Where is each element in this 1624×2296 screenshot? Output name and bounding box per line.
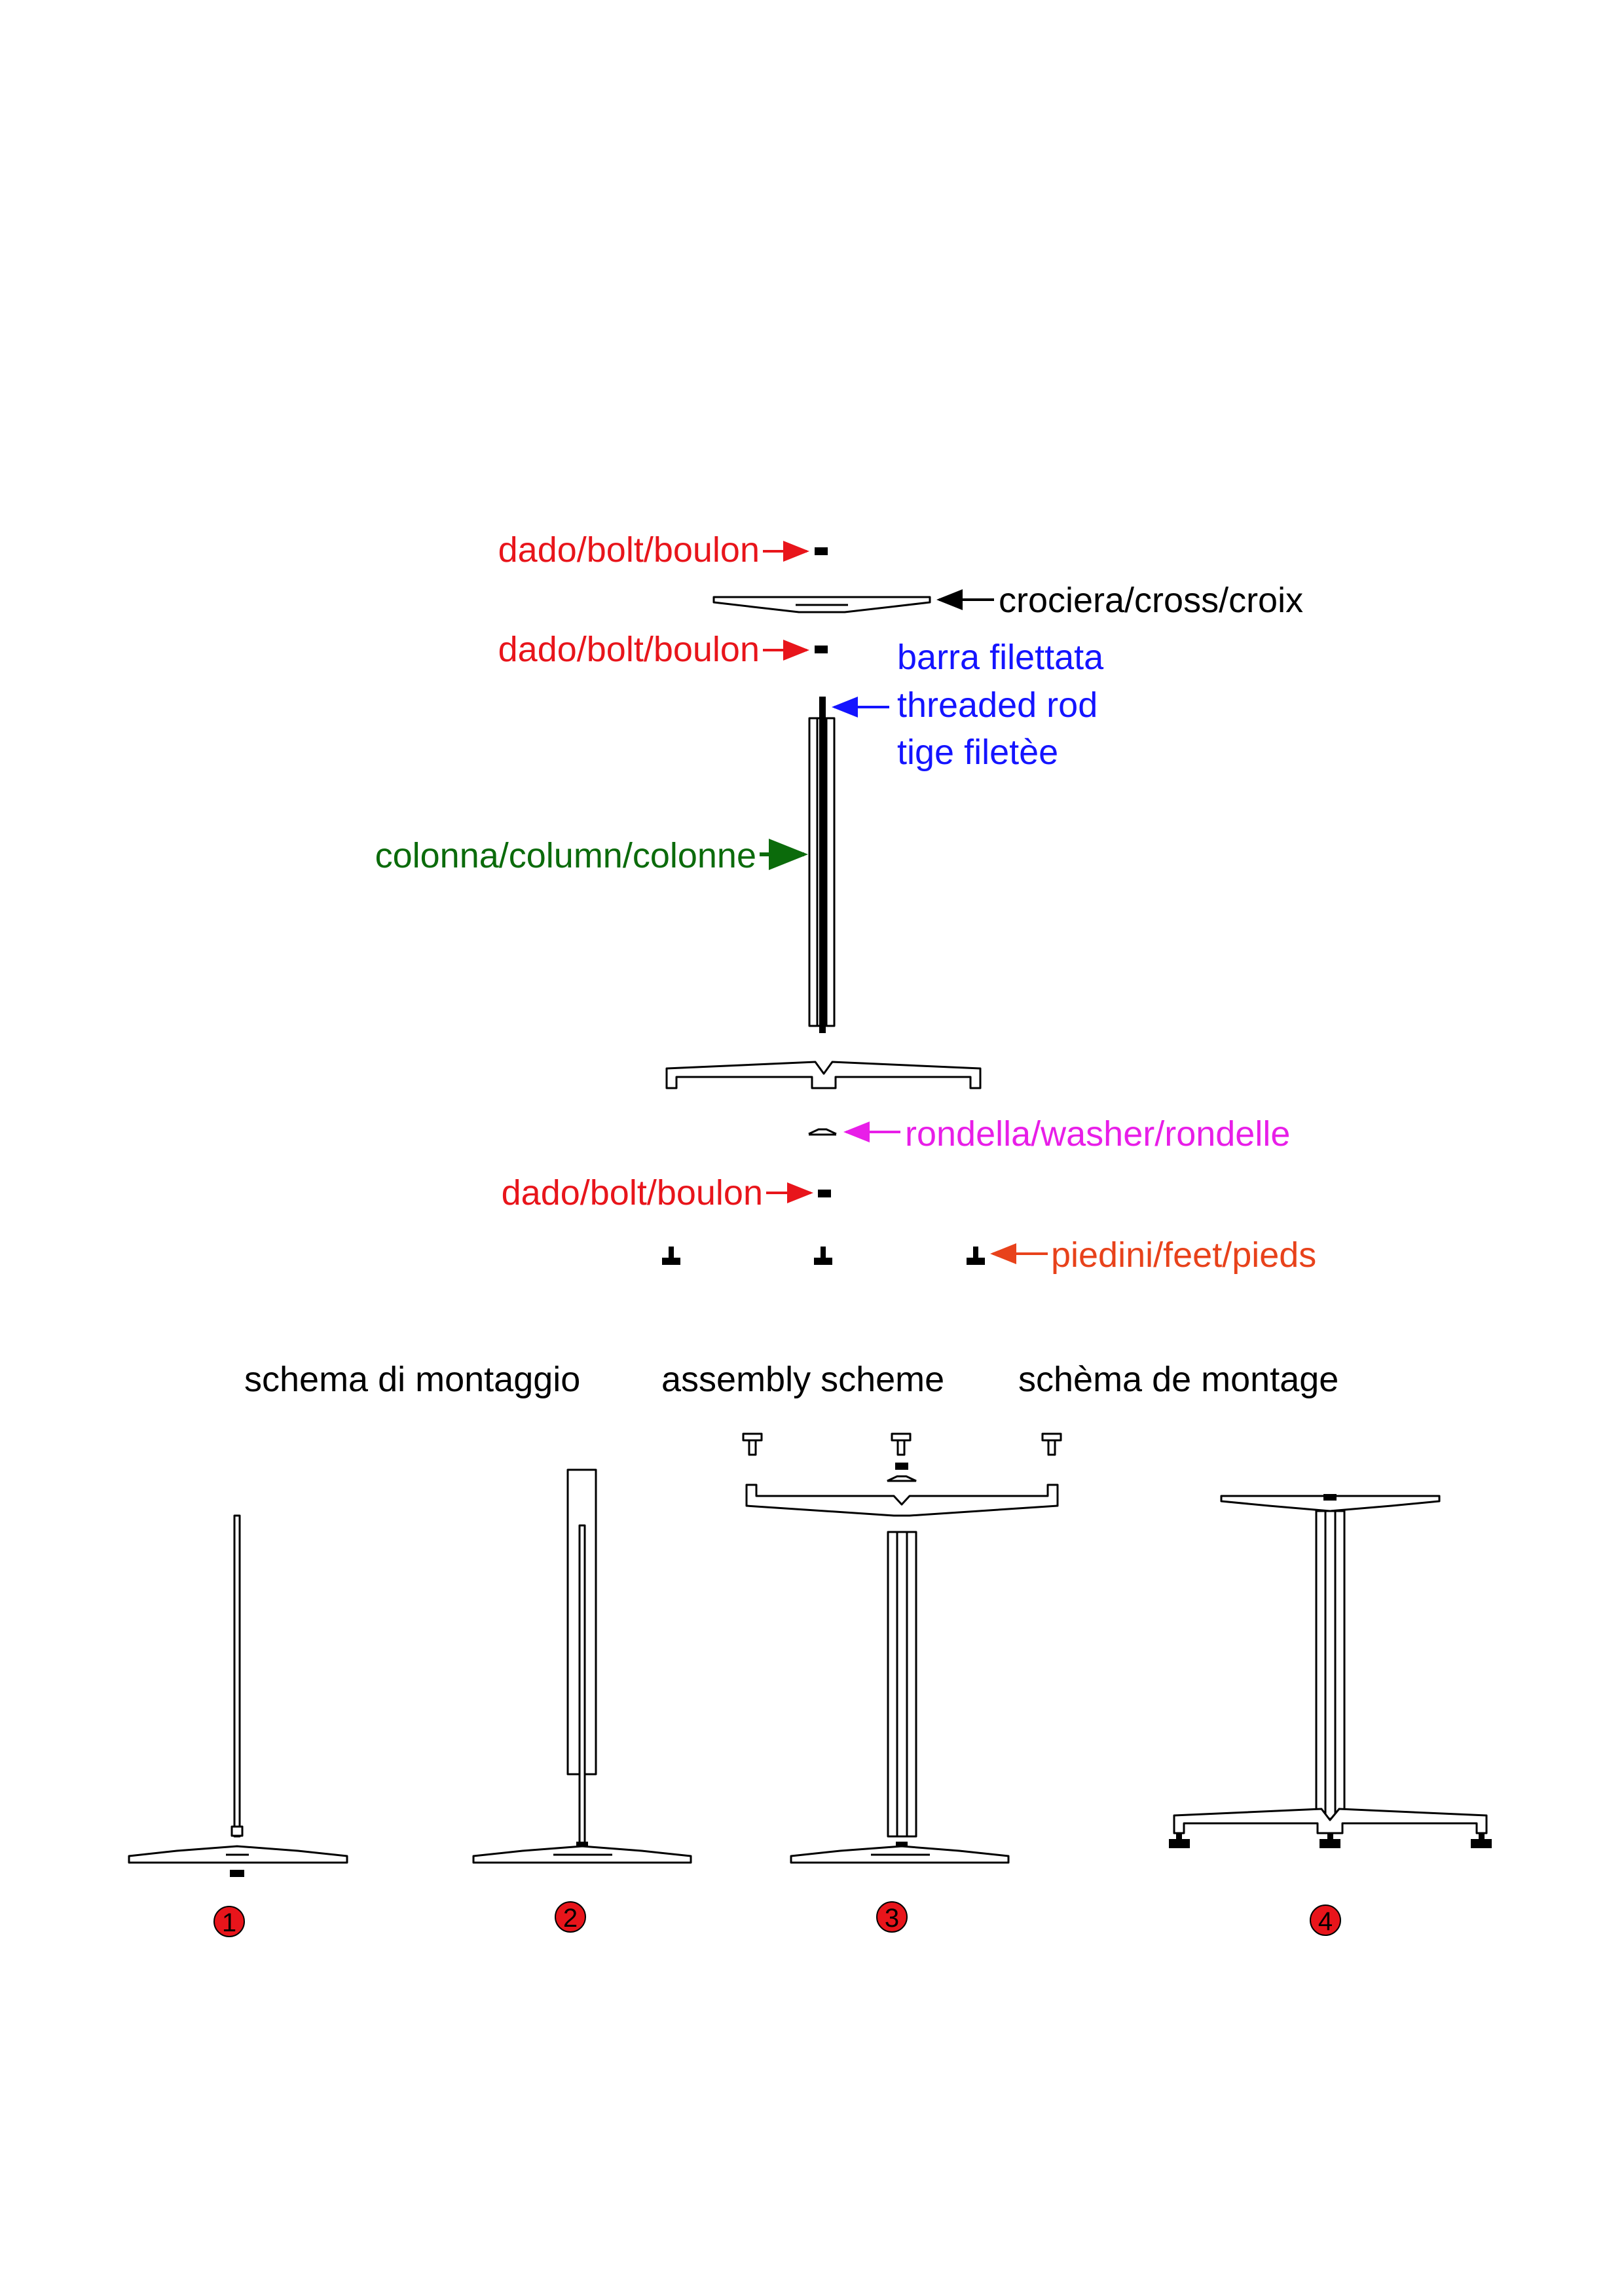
column <box>1315 1510 1346 1820</box>
threaded-rod-label-line1: barra filettata <box>897 638 1104 677</box>
cross-plate <box>1220 1495 1441 1512</box>
washer-part <box>808 1128 837 1135</box>
svg-text:1: 1 <box>222 1908 236 1937</box>
nut <box>230 1870 244 1877</box>
nut <box>231 1825 244 1837</box>
washer <box>887 1475 917 1482</box>
step-badge-2: 2 <box>555 1901 586 1933</box>
scheme-titles: schema di montaggio assembly scheme schè… <box>244 1360 1338 1399</box>
feet-label: piedini/feet/pieds <box>1051 1235 1316 1275</box>
svg-text:4: 4 <box>1318 1907 1333 1936</box>
assembly-step-3 <box>742 1432 1062 1864</box>
foot-part <box>662 1247 680 1265</box>
foot <box>1169 1832 1190 1848</box>
foot <box>1471 1832 1492 1848</box>
assembly-step-1 <box>128 1514 348 1877</box>
middle-nut-label: dado/bolt/boulon <box>498 630 760 669</box>
threaded-rod-label-line3: tige filetèe <box>897 733 1058 772</box>
threaded-rod-label-line2: threaded rod <box>897 685 1098 725</box>
svg-text:3: 3 <box>885 1904 899 1933</box>
base-part <box>665 1061 982 1089</box>
threaded-rod <box>233 1514 241 1838</box>
top-nut-part <box>815 547 828 555</box>
bottom-nut-part <box>818 1190 831 1197</box>
column-label: colonna/column/colonne <box>375 836 756 875</box>
threaded-rod <box>578 1524 586 1851</box>
nut <box>1323 1494 1337 1501</box>
foot <box>742 1432 763 1456</box>
column-part <box>808 717 836 1027</box>
foot <box>1041 1432 1062 1456</box>
threaded-rod-part <box>819 697 826 1033</box>
step-badge-3: 3 <box>876 1901 908 1933</box>
scheme-title-en: assembly scheme <box>661 1360 944 1399</box>
cross-label: crociera/cross/croix <box>999 581 1303 620</box>
foot-part <box>967 1247 985 1265</box>
column <box>887 1531 917 1838</box>
step-badge-1: 1 <box>213 1906 245 1937</box>
assembly-step-4 <box>1169 1494 1492 1848</box>
nut <box>895 1463 908 1470</box>
base <box>1173 1808 1488 1834</box>
foot <box>1320 1832 1340 1848</box>
bottom-nut-label: dado/bolt/boulon <box>502 1173 763 1212</box>
svg-text:2: 2 <box>563 1904 578 1933</box>
middle-nut-part <box>815 646 828 653</box>
top-nut-label: dado/bolt/boulon <box>498 530 760 570</box>
assembly-step-2 <box>472 1468 692 1864</box>
scheme-title-fr: schèma de montage <box>1018 1360 1338 1399</box>
washer-label: rondella/washer/rondelle <box>905 1114 1290 1154</box>
foot <box>891 1432 912 1456</box>
exploded-view: dado/bolt/boulon crociera/cross/croix da… <box>375 530 1317 1275</box>
step-badge-4: 4 <box>1310 1904 1341 1936</box>
base <box>745 1484 1059 1517</box>
foot-part <box>814 1247 832 1265</box>
scheme-title-it: schema di montaggio <box>244 1360 580 1399</box>
